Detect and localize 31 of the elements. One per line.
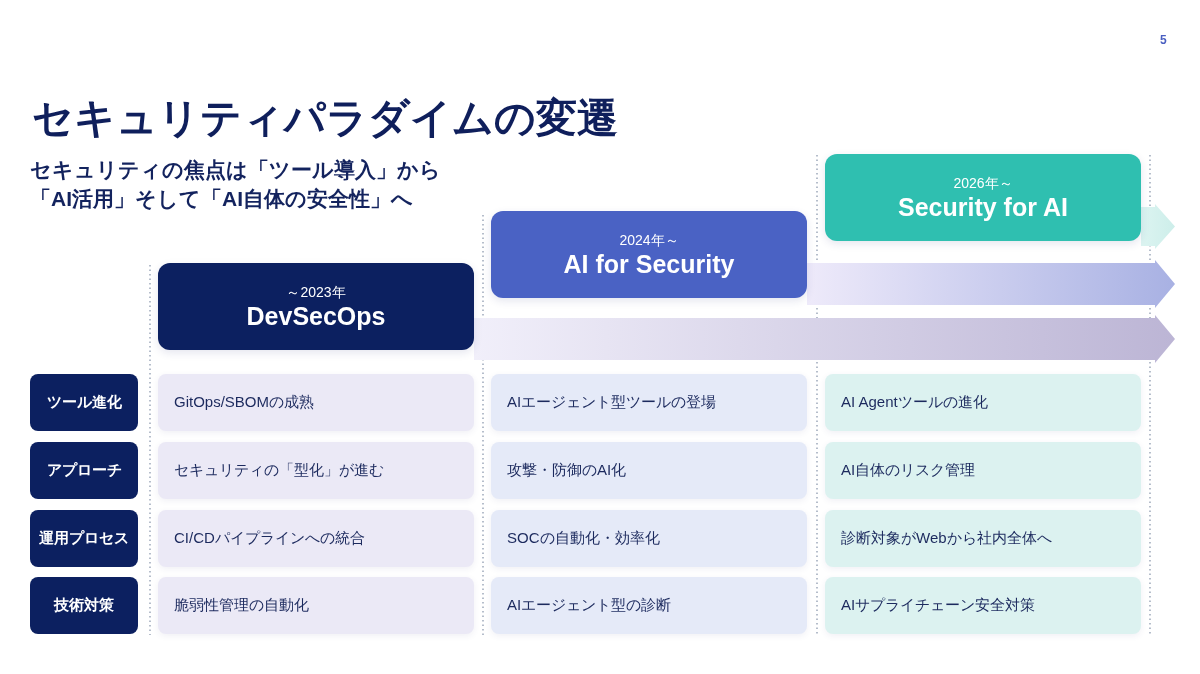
row-header: 運用プロセス: [30, 510, 138, 567]
subtitle: セキュリティの焦点は「ツール導入」から「AI活用」そして「AI自体の安全性」へ: [30, 157, 442, 212]
period-label: ～2023年: [286, 282, 346, 301]
table-cell: セキュリティの「型化」が進む: [158, 442, 474, 499]
row-header: 技術対策: [30, 577, 138, 634]
table-cell: AI自体のリスク管理: [825, 442, 1141, 499]
block-arrow: [1141, 204, 1175, 249]
block-arrow: [474, 315, 1175, 363]
row-header: アプローチ: [30, 442, 138, 499]
table-cell: AIエージェント型の診断: [491, 577, 807, 634]
era-header: [825, 154, 1141, 241]
era-header: [491, 211, 807, 298]
table-cell: SOCの自動化・効率化: [491, 510, 807, 567]
page-number: 5: [1160, 33, 1167, 47]
table-cell: 診断対象がWebから社内全体へ: [825, 510, 1141, 567]
table-cell: GitOps/SBOMの成熟: [158, 374, 474, 431]
block-arrow: [807, 260, 1175, 308]
table-cell: 脆弱性管理の自動化: [158, 577, 474, 634]
row-header: ツール進化: [30, 374, 138, 431]
era-title: AI for Security: [563, 248, 735, 279]
table-cell: 攻撃・防御のAI化: [491, 442, 807, 499]
period-label: 2026年～: [953, 173, 1013, 192]
era-header: [158, 263, 474, 350]
table-cell: AI Agentツールの進化: [825, 374, 1141, 431]
table-cell: AIサプライチェーン安全対策: [825, 577, 1141, 634]
era-title: Security for AI: [898, 191, 1068, 222]
era-title: DevSecOps: [246, 300, 386, 331]
table-cell: CI/CDパイプラインへの統合: [158, 510, 474, 567]
slide-title: セキュリティパラダイムの変遷: [32, 94, 618, 143]
table-cell: AIエージェント型ツールの登場: [491, 374, 807, 431]
period-label: 2024年～: [619, 230, 679, 249]
